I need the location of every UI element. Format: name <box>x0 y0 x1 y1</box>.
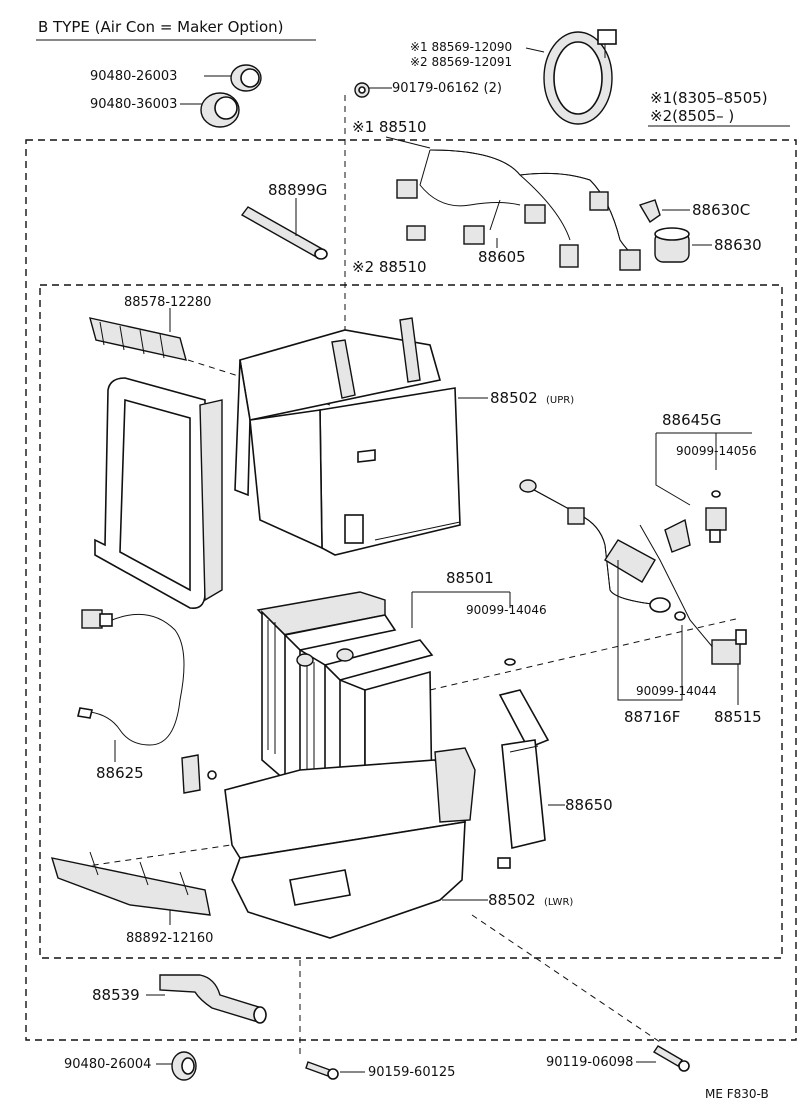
grommet-90480-26003 <box>230 64 262 92</box>
leader-88501 <box>411 591 511 628</box>
clamp-ring-88569 <box>543 29 617 125</box>
label-88510-type1: ※1 88510 <box>352 118 427 136</box>
resistor-88650 <box>498 689 550 849</box>
diagram-title: B TYPE (Air Con = Maker Option) <box>38 18 284 36</box>
screw-90119-06098 <box>653 1045 690 1072</box>
legend-line-1: ※1(8305–8505) <box>650 89 768 107</box>
label-88569-12091: ※2 88569-12091 <box>410 55 512 69</box>
sensor-wire-88625 <box>77 609 185 746</box>
small-bracket <box>181 754 217 794</box>
label-88630C: 88630C <box>692 201 750 219</box>
label-88539: 88539 <box>92 986 140 1004</box>
guide-center <box>429 617 741 691</box>
leader-88645G <box>655 432 752 506</box>
label-88630: 88630 <box>714 236 762 254</box>
label-90480-36003: 90480-36003 <box>90 97 177 112</box>
clip-90179-06162 <box>354 82 370 98</box>
label-88605: 88605 <box>478 248 526 266</box>
drain-hose-88539 <box>159 974 267 1024</box>
screw-90159-60125 <box>305 1061 339 1080</box>
label-88569-12090: ※1 88569-12090 <box>410 40 512 54</box>
label-88515: 88515 <box>714 708 762 726</box>
label-88892-12160: 88892-12160 <box>126 931 213 946</box>
wire-harness-88605 <box>396 149 641 271</box>
label-88716F: 88716F <box>624 708 680 726</box>
label-88625: 88625 <box>96 764 144 782</box>
label-88501: 88501 <box>446 569 494 587</box>
label-88899G: 88899G <box>268 181 327 199</box>
tube-88899G <box>240 206 328 260</box>
legend-line-2: ※2(8505– ) <box>650 107 734 125</box>
valve-88645G <box>705 507 727 543</box>
label-90099-14046: 90099-14046 <box>466 603 547 617</box>
label-90179-06162: 90179-06162 (2) <box>392 81 502 96</box>
leader-88510-type1 <box>385 136 431 149</box>
seal-88578-12280 <box>89 317 187 361</box>
label-90480-26003: 90480-26003 <box>90 69 177 84</box>
label-90099-14056: 90099-14056 <box>676 444 757 458</box>
label-88645G: 88645G <box>662 411 721 429</box>
expansion-valve-88515 <box>711 629 747 665</box>
label-88510-type2: ※2 88510 <box>352 258 427 276</box>
outer-dashed-boundary <box>25 139 797 1041</box>
thermostat-88630 <box>654 227 690 263</box>
label-lwr-tag: (LWR) <box>544 897 573 908</box>
label-90099-14044: 90099-14044 <box>636 684 717 698</box>
pipe-assembly-88716F <box>519 479 716 651</box>
upper-case-88502 <box>234 317 461 556</box>
oring-90099-14046 <box>504 658 516 666</box>
inner-dashed-boundary <box>39 284 783 959</box>
seal-strip-88892-12160 <box>50 851 211 916</box>
label-90159-60125: 90159-60125 <box>368 1065 455 1080</box>
heater-frame <box>94 377 223 610</box>
grommet-90480-36003 <box>200 92 240 128</box>
label-88578-12280: 88578-12280 <box>124 295 211 310</box>
label-upr-tag: (UPR) <box>546 395 574 406</box>
label-88650: 88650 <box>565 796 613 814</box>
guide-screw-90119 <box>471 914 661 1043</box>
lower-case-88502 <box>224 747 511 939</box>
oring-90099-14056 <box>711 490 721 498</box>
leader-88716F <box>617 560 683 701</box>
bracket-88630C <box>638 199 661 224</box>
figure-code: ME F830-B <box>705 1087 769 1101</box>
label-88502-lower: 88502 <box>488 891 536 909</box>
label-90119-06098: 90119-06098 <box>546 1055 633 1070</box>
grommet-90480-26004 <box>171 1051 197 1081</box>
leader-88569 <box>525 47 545 53</box>
label-88502-upper: 88502 <box>490 389 538 407</box>
label-90480-26004: 90480-26004 <box>64 1057 151 1072</box>
